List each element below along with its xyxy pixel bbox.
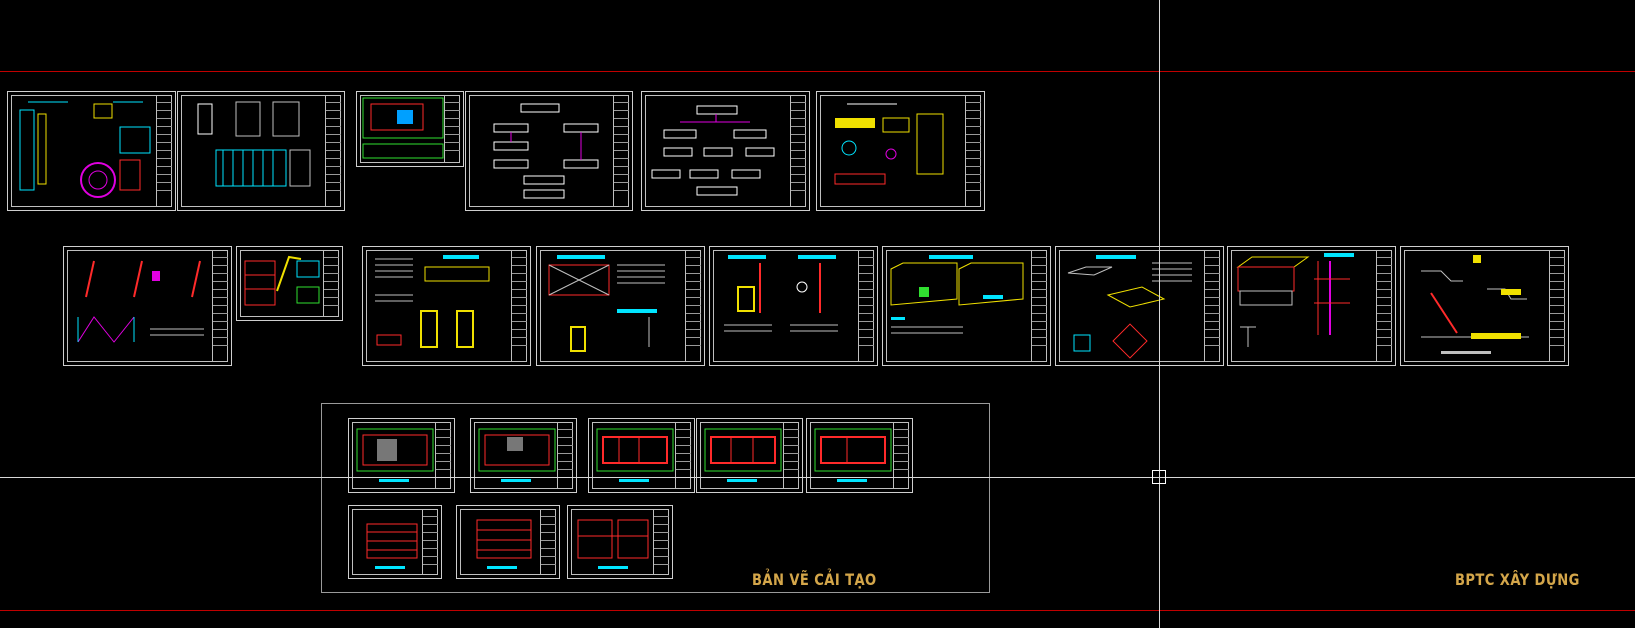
drawing-sheet[interactable]	[709, 246, 878, 366]
drawing-sheet[interactable]	[1400, 246, 1569, 366]
floor-plan-graphic	[814, 428, 892, 482]
sheet-detail-graphic	[890, 255, 1024, 334]
renovation-sheet[interactable]	[696, 418, 803, 493]
ucs-x-axis-line-top	[0, 71, 1635, 72]
sheet-detail-graphic	[834, 103, 944, 185]
drawing-sheet[interactable]	[177, 91, 345, 211]
crosshair-cursor-horizontal	[0, 477, 1635, 478]
drawing-sheet[interactable]	[1055, 246, 1224, 366]
floor-plan-graphic	[596, 428, 674, 482]
sheet-detail-graphic	[19, 101, 151, 198]
drawing-sheet[interactable]	[1227, 246, 1396, 366]
crosshair-cursor-vertical	[1159, 0, 1160, 628]
drawing-sheet[interactable]	[356, 91, 464, 167]
floor-plan-graphic	[356, 428, 434, 482]
sheet-detail-graphic	[1067, 255, 1192, 359]
renovation-sheet[interactable]	[348, 418, 455, 493]
drawing-sheet[interactable]	[641, 91, 810, 211]
drawing-sheet[interactable]	[63, 246, 232, 366]
sheet-detail-graphic	[724, 255, 838, 332]
drawing-sheet[interactable]	[236, 246, 343, 321]
sheet-detail-graphic	[493, 103, 599, 199]
drawing-sheet[interactable]	[536, 246, 705, 366]
drawing-sheet[interactable]	[882, 246, 1051, 366]
drawing-sheet[interactable]	[7, 91, 176, 211]
sheet-detail-graphic	[77, 260, 204, 343]
drawing-sheet[interactable]	[362, 246, 531, 366]
renovation-sheet[interactable]	[470, 418, 577, 493]
renovation-sheet[interactable]	[806, 418, 913, 493]
sheet-detail-graphic	[244, 255, 320, 306]
pickbox-square-icon	[1152, 470, 1166, 484]
drawing-sheet[interactable]	[816, 91, 985, 211]
drawing-sheet[interactable]	[465, 91, 633, 211]
renovation-sheet[interactable]	[567, 505, 673, 579]
ucs-x-axis-line-bottom	[0, 610, 1635, 611]
sheet-detail-graphic	[1421, 255, 1529, 354]
renovation-sheet[interactable]	[348, 505, 442, 579]
renovation-sheet[interactable]	[588, 418, 695, 493]
construction-method-label: BPTC XÂY DỰNG	[1455, 570, 1580, 589]
sheet-detail-graphic	[197, 101, 311, 187]
elevation-graphic	[366, 523, 418, 569]
section-graphic	[577, 519, 649, 569]
sheet-detail-graphic	[362, 97, 444, 159]
elevation-graphic	[476, 519, 532, 569]
floor-plan-graphic	[478, 428, 556, 482]
renovation-drawings-group-frame[interactable]	[321, 403, 990, 593]
sheet-detail-graphic	[375, 255, 490, 348]
renovation-drawings-label: BẢN VẼ CẢI TẠO	[752, 570, 877, 589]
renovation-sheet[interactable]	[456, 505, 560, 579]
sheet-detail-graphic	[651, 105, 775, 196]
floor-plan-graphic	[704, 428, 782, 482]
sheet-detail-graphic	[548, 255, 665, 352]
sheet-detail-graphic	[1236, 253, 1354, 347]
